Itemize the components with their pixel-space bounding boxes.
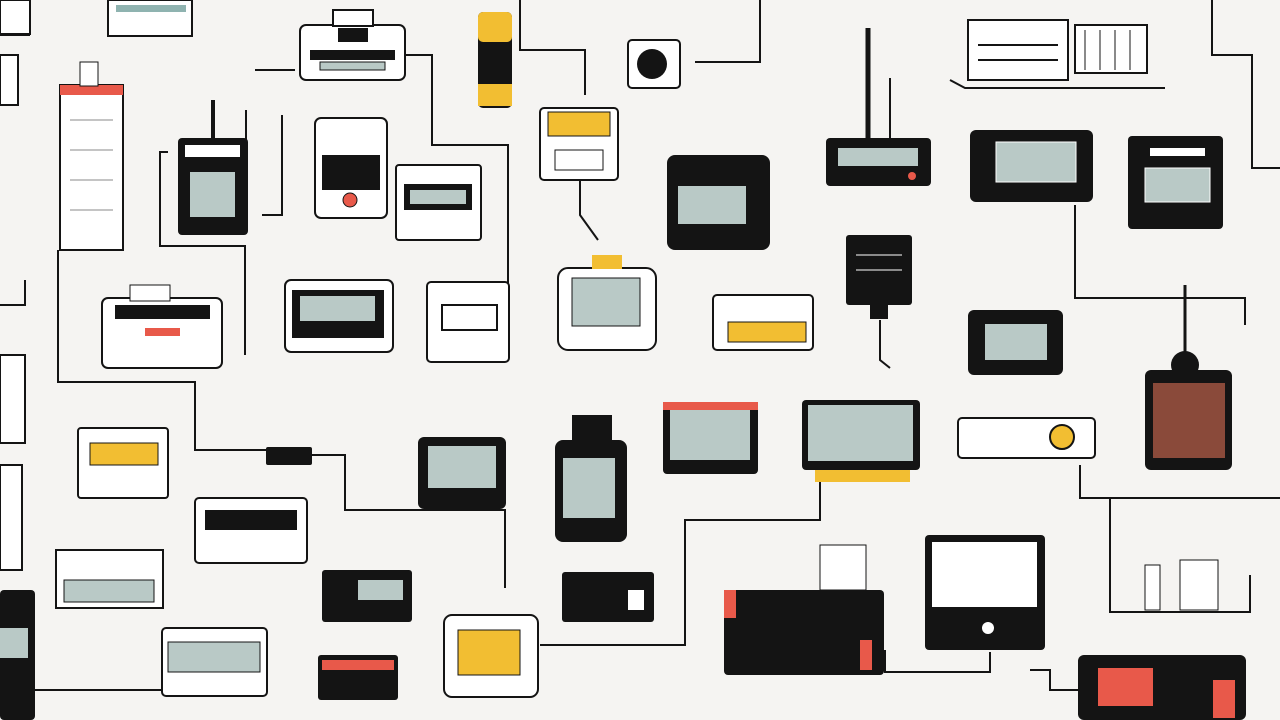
- tv-icon: [418, 437, 506, 509]
- label-printer-icon: [101, 284, 223, 369]
- safe-box-icon: [1078, 655, 1246, 720]
- receipt-roll-icon: [59, 61, 124, 251]
- battery-icon: [478, 12, 512, 108]
- handheld-scanner-icon: [1128, 136, 1223, 229]
- cash-drawer-icon: [712, 294, 814, 351]
- side-panel-icon: [0, 354, 26, 571]
- handheld-device-icon: [557, 255, 657, 351]
- paper-note-device: [107, 0, 193, 37]
- pos-terminal-icon: [314, 117, 388, 219]
- wall-display-icon: [925, 535, 1045, 650]
- modem-icon: [426, 281, 510, 363]
- amplifier-icon: [322, 570, 412, 622]
- heater-icon: [1145, 285, 1232, 470]
- scanner-icon: [0, 0, 31, 106]
- battery-pack-icon: [318, 655, 398, 700]
- antenna-radio-icon: [826, 28, 931, 186]
- cash-register-icon: [967, 19, 1148, 81]
- speaker-icon: [846, 235, 912, 319]
- camera-icon: [627, 39, 681, 89]
- keyboard-icon: [55, 549, 164, 609]
- router-icon: [539, 107, 619, 181]
- monitor-icon: [284, 279, 394, 353]
- wide-monitor-icon: [802, 400, 920, 482]
- phone-icon: [555, 415, 627, 542]
- scanner-icon: [194, 497, 308, 564]
- projector-icon: [957, 417, 1096, 459]
- fax-machine-icon: [724, 544, 884, 675]
- bar-chart-stand-icon: [1144, 559, 1219, 611]
- dvr-icon: [562, 572, 654, 622]
- radio-icon: [968, 310, 1063, 375]
- card-reader-icon: [178, 100, 248, 235]
- printer-icon: [299, 9, 406, 81]
- tablet-icon: [663, 402, 758, 474]
- label-maker-icon: [443, 614, 539, 698]
- monitor-icon: [667, 155, 770, 250]
- tag-reader-icon: [77, 427, 169, 499]
- thermal-printer-icon: [161, 627, 268, 697]
- fax-machine-icon: [395, 164, 482, 241]
- connecting-cables: [0, 0, 1280, 691]
- edge-box-icon: [0, 590, 35, 720]
- desktop-monitor-icon: [970, 130, 1093, 202]
- usb-plug-icon: [266, 447, 312, 465]
